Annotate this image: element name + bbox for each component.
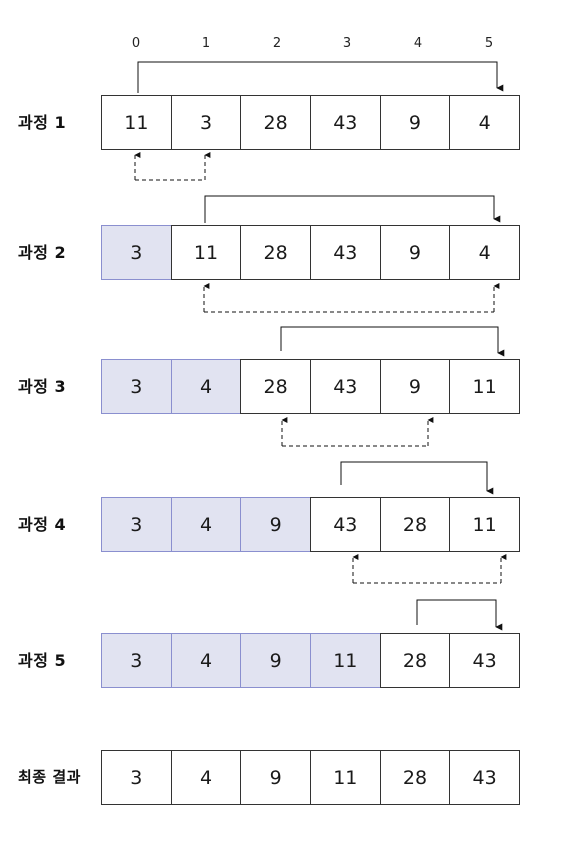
array-cell: 11: [101, 95, 172, 150]
index-label-5: 5: [484, 36, 494, 51]
index-label-2: 2: [272, 36, 282, 51]
array-row-step-1: 11 3 28 43 9 4: [101, 95, 525, 150]
array-cell: 9: [379, 225, 451, 280]
array-row-step-4: 3 4 9 43 28 11: [101, 497, 525, 552]
index-label-4: 4: [413, 36, 423, 51]
final-result-label: 최종 결과: [18, 768, 81, 786]
array-row-step-3: 3 4 28 43 9 11: [101, 359, 525, 414]
step-label-1: 과정 1: [18, 113, 67, 132]
array-cell-sorted: 3: [101, 497, 172, 552]
array-cell-sorted: 3: [101, 359, 172, 414]
array-cell-sorted: 3: [101, 633, 172, 688]
index-label-3: 3: [342, 36, 352, 51]
array-cell: 9: [240, 750, 311, 805]
array-cell: 4: [449, 95, 520, 150]
array-cell: 11: [309, 750, 381, 805]
swap-arrow-step-4: [352, 554, 507, 584]
scan-range-arrow-step-1: [137, 61, 504, 93]
array-cell: 43: [309, 359, 381, 414]
array-cell-sorted: 3: [101, 225, 172, 280]
array-cell: 28: [379, 633, 451, 688]
array-cell: 9: [379, 359, 451, 414]
array-row-final: 3 4 9 11 28 43: [101, 750, 525, 805]
array-cell: 28: [379, 750, 451, 805]
array-cell: 11: [449, 497, 520, 552]
array-cell: 43: [309, 95, 381, 150]
array-cell: 43: [449, 633, 520, 688]
array-cell: 28: [379, 497, 451, 552]
array-cell: 4: [449, 225, 520, 280]
index-label-0: 0: [131, 36, 141, 51]
step-label-5: 과정 5: [18, 651, 67, 670]
array-cell-sorted: 4: [170, 359, 242, 414]
array-cell: 43: [449, 750, 520, 805]
array-cell: 3: [170, 95, 242, 150]
array-cell: 4: [170, 750, 242, 805]
array-cell: 28: [240, 359, 311, 414]
array-cell: 43: [309, 225, 381, 280]
array-cell: 3: [101, 750, 172, 805]
index-label-1: 1: [201, 36, 211, 51]
scan-range-arrow-step-3: [280, 326, 505, 357]
array-row-step-2: 3 11 28 43 9 4: [101, 225, 525, 280]
array-cell: 28: [240, 225, 311, 280]
step-label-3: 과정 3: [18, 377, 67, 396]
scan-range-arrow-step-2: [204, 195, 501, 223]
step-label-2: 과정 2: [18, 243, 67, 262]
swap-arrow-step-3: [281, 417, 434, 447]
array-cell: 43: [309, 497, 381, 552]
swap-arrow-step-1: [134, 152, 211, 181]
array-cell: 11: [170, 225, 242, 280]
array-cell: 9: [379, 95, 451, 150]
array-cell-sorted: 4: [170, 633, 242, 688]
array-cell-sorted: 9: [240, 497, 311, 552]
array-row-step-5: 3 4 9 11 28 43: [101, 633, 525, 688]
array-cell-sorted: 4: [170, 497, 242, 552]
array-cell: 11: [449, 359, 520, 414]
step-label-4: 과정 4: [18, 515, 67, 534]
array-cell: 28: [240, 95, 311, 150]
scan-range-arrow-step-5: [416, 599, 503, 631]
scan-range-arrow-step-4: [340, 461, 494, 495]
array-cell-sorted: 9: [240, 633, 311, 688]
array-cell-sorted: 11: [309, 633, 381, 688]
swap-arrow-step-2: [203, 283, 500, 313]
